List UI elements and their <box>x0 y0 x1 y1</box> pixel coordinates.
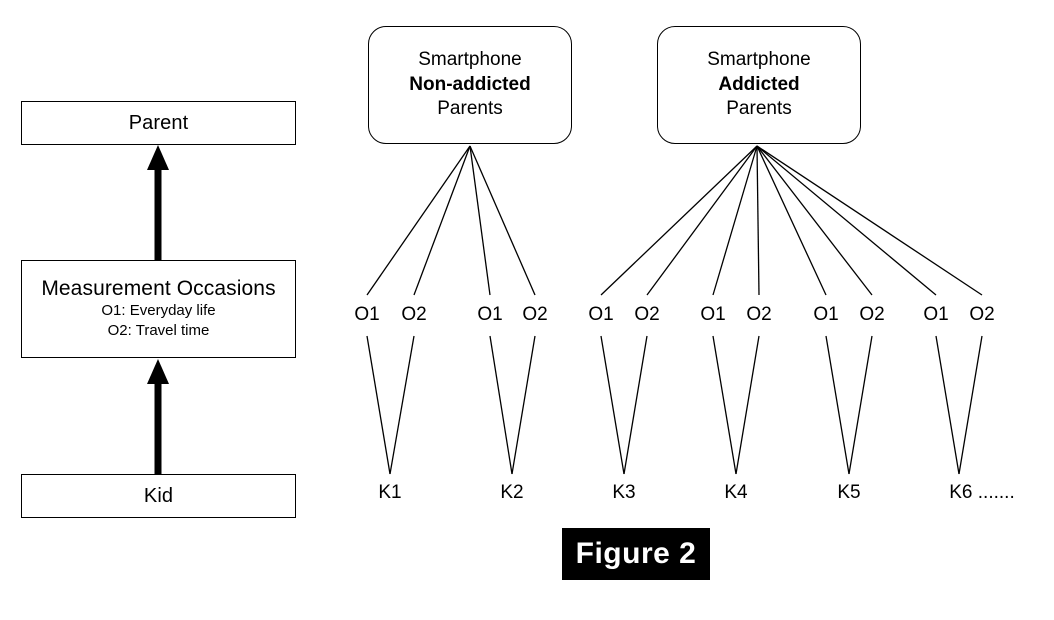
kid-label-k6: K6 ....... <box>949 482 1015 503</box>
occasion-label-k4-o2: O2 <box>746 304 772 325</box>
addicted-line-3: Parents <box>726 98 792 120</box>
non-addicted-line-1: Smartphone <box>418 48 522 70</box>
box-kid-title: Kid <box>143 484 174 507</box>
box-kid: Kid <box>21 474 296 518</box>
figure-caption: Figure 2 <box>562 528 710 580</box>
arrow-kid-to-occasions <box>147 359 169 474</box>
box-addicted-parents: Smartphone Addicted Parents <box>657 26 861 144</box>
box-parent: Parent <box>21 101 296 145</box>
box-measurement-occasions-title: Measurement Occasions <box>41 276 276 300</box>
box-measurement-occasions-subline-1: O1: Everyday life <box>101 301 216 319</box>
v-lines-occasions-to-kids <box>366 335 983 475</box>
occasion-label-k4-o1: O1 <box>700 304 726 325</box>
occasion-label-k3-o2: O2 <box>634 304 660 325</box>
box-measurement-occasions: Measurement Occasions O1: Everyday life … <box>21 260 296 358</box>
occasion-label-k2-o1: O1 <box>477 304 503 325</box>
arrow-occasions-to-parent <box>147 145 169 261</box>
occasion-label-k1-o2: O2 <box>401 304 427 325</box>
occasion-label-k2-o2: O2 <box>522 304 548 325</box>
box-non-addicted-parents: Smartphone Non-addicted Parents <box>368 26 572 144</box>
box-measurement-occasions-subline-2: O2: Travel time <box>107 322 210 340</box>
occasion-label-k3-o1: O1 <box>588 304 614 325</box>
occasion-label-k1-o1: O1 <box>354 304 380 325</box>
box-parent-title: Parent <box>128 111 189 134</box>
kid-label-k1: K1 <box>378 482 402 503</box>
non-addicted-line-2: Non-addicted <box>409 73 531 95</box>
occasion-label-k5-o2: O2 <box>859 304 885 325</box>
kid-label-k4: K4 <box>724 482 748 503</box>
addicted-line-2: Addicted <box>718 73 800 95</box>
addicted-line-1: Smartphone <box>707 48 811 70</box>
occasion-label-k6-o2: O2 <box>969 304 995 325</box>
fan-lines-non-addicted <box>366 145 536 296</box>
fan-lines-addicted <box>600 145 983 296</box>
kid-label-k2: K2 <box>500 482 524 503</box>
occasion-label-k5-o1: O1 <box>813 304 839 325</box>
non-addicted-line-3: Parents <box>437 98 503 120</box>
kid-label-k5: K5 <box>837 482 861 503</box>
occasion-label-k6-o1: O1 <box>923 304 949 325</box>
kid-label-k3: K3 <box>612 482 636 503</box>
